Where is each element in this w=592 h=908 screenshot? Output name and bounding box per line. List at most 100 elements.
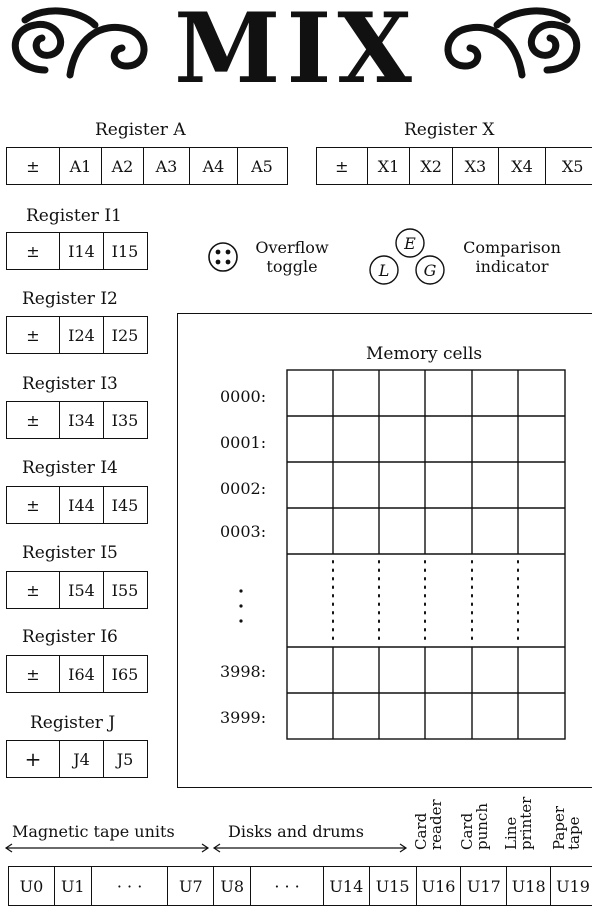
unit-disk-ellipsis: · · · <box>250 867 323 905</box>
register-i5-label: Register I5 <box>22 543 118 563</box>
overflow-label-line2: toggle <box>266 257 318 276</box>
register-i4-sign: ± <box>26 495 40 515</box>
register-i2-byte-4: I24 <box>59 317 103 353</box>
register-i1-label: Register I1 <box>26 206 122 226</box>
register-a-byte-1: A1 <box>59 148 101 184</box>
register-j-sign: + <box>24 747 42 771</box>
unit-u16: U16 <box>415 867 461 905</box>
comparison-l: L <box>378 261 390 280</box>
unit-u18: U18 <box>506 867 550 905</box>
io-units-row: U0 U1 · · · U7 U8 · · · U14 U15 U16 U17 … <box>8 866 592 906</box>
register-i2-label: Register I2 <box>22 289 118 309</box>
memory-address-0000: 0000: <box>220 387 267 406</box>
register-i3: ± I34 I35 <box>6 401 148 439</box>
register-x-label: Register X <box>404 120 495 140</box>
register-i6-label: Register I6 <box>22 627 118 647</box>
register-j-byte-4: J4 <box>59 741 103 777</box>
register-i3-sign: ± <box>26 410 40 430</box>
register-x-byte-4: X4 <box>497 148 546 184</box>
register-j-byte-5: J5 <box>103 741 146 777</box>
memory-address-3998: 3998: <box>220 662 267 681</box>
unit-u17: U17 <box>460 867 506 905</box>
line-printer-label: Line printer <box>502 796 535 850</box>
tape-units-label: Magnetic tape units <box>12 822 175 841</box>
paper-tape-label: Paper tape <box>550 796 583 850</box>
unit-u1: U1 <box>53 867 91 905</box>
register-x-byte-2: X2 <box>409 148 452 184</box>
comparison-indicator-label: Comparison indicator <box>452 238 572 276</box>
register-i6: ± I64 I65 <box>6 655 148 693</box>
register-i6-byte-4: I64 <box>59 656 103 692</box>
unit-tape-ellipsis: · · · <box>90 867 168 905</box>
left-ornament-icon <box>11 7 148 79</box>
register-i1-byte-5: I15 <box>103 233 146 269</box>
register-a-byte-2: A2 <box>101 148 143 184</box>
register-i1-byte-4: I14 <box>59 233 103 269</box>
device-range-arrows <box>4 843 408 853</box>
register-x-byte-3: X3 <box>452 148 498 184</box>
register-x-sign: ± <box>335 156 349 176</box>
register-a-byte-5: A5 <box>237 148 286 184</box>
overflow-toggle-label: Overflow toggle <box>246 238 338 276</box>
overflow-label-line1: Overflow <box>255 238 329 257</box>
comparison-e: E <box>403 234 416 253</box>
register-j-label: Register J <box>30 713 116 733</box>
comparison-indicator-icon: E L G <box>369 228 445 285</box>
card-punch-label: Card punch <box>458 796 491 850</box>
register-i2: ± I24 I25 <box>6 316 148 354</box>
card-punch-line2: punch <box>473 803 491 850</box>
card-reader-label: Card reader <box>412 796 445 850</box>
register-i4-byte-5: I45 <box>103 487 146 523</box>
mix-title-logo: MIX <box>11 0 581 92</box>
register-x-byte-1: X1 <box>366 148 410 184</box>
address-ellipsis-icon <box>239 589 243 623</box>
memory-address-0001: 0001: <box>220 433 267 452</box>
memory-address-0003: 0003: <box>220 522 267 541</box>
comparison-label-line1: Comparison <box>463 238 561 257</box>
register-i6-byte-5: I65 <box>103 656 146 692</box>
register-j: + J4 J5 <box>6 740 148 778</box>
disks-drums-label: Disks and drums <box>228 822 364 841</box>
unit-u14: U14 <box>322 867 369 905</box>
register-i5-byte-5: I55 <box>103 572 146 608</box>
memory-address-3999: 3999: <box>220 708 267 727</box>
register-a-byte-3: A3 <box>143 148 189 184</box>
card-reader-line2: reader <box>427 799 445 850</box>
register-i1-sign: ± <box>26 241 40 261</box>
register-i2-byte-5: I25 <box>103 317 146 353</box>
memory-address-0002: 0002: <box>220 479 267 498</box>
title-text: MIX <box>174 0 418 92</box>
unit-u8: U8 <box>213 867 250 905</box>
memory-grid <box>286 369 566 740</box>
register-i3-label: Register I3 <box>22 374 118 394</box>
register-i5-byte-4: I54 <box>59 572 103 608</box>
line-printer-line2: printer <box>517 796 535 850</box>
comparison-g: G <box>424 261 437 280</box>
register-i2-sign: ± <box>26 325 40 345</box>
register-i6-sign: ± <box>26 664 40 684</box>
unit-u7: U7 <box>167 867 213 905</box>
register-a-byte-4: A4 <box>189 148 237 184</box>
register-a: ± A1 A2 A3 A4 A5 <box>6 147 288 185</box>
register-i5-sign: ± <box>26 580 40 600</box>
comparison-label-line2: indicator <box>475 257 549 276</box>
register-i4: ± I44 I45 <box>6 486 148 524</box>
unit-u0: U0 <box>19 876 44 896</box>
right-ornament-icon <box>444 7 581 79</box>
unit-u19: U19 <box>550 867 592 905</box>
register-x: ± X1 X2 X3 X4 X5 <box>316 147 592 185</box>
register-i4-byte-4: I44 <box>59 487 103 523</box>
memory-title: Memory cells <box>366 344 483 364</box>
register-i3-byte-5: I35 <box>103 402 146 438</box>
overflow-toggle-icon <box>208 242 238 272</box>
register-i4-label: Register I4 <box>22 458 118 478</box>
register-i1: ± I14 I15 <box>6 232 148 270</box>
register-i5: ± I54 I55 <box>6 571 148 609</box>
memory-frame <box>177 313 592 788</box>
register-a-sign: ± <box>26 156 40 176</box>
register-x-byte-5: X5 <box>545 148 592 184</box>
register-a-label: Register A <box>95 120 186 140</box>
unit-u15: U15 <box>368 867 416 905</box>
paper-tape-line2: tape <box>565 816 583 850</box>
register-i3-byte-4: I34 <box>59 402 103 438</box>
